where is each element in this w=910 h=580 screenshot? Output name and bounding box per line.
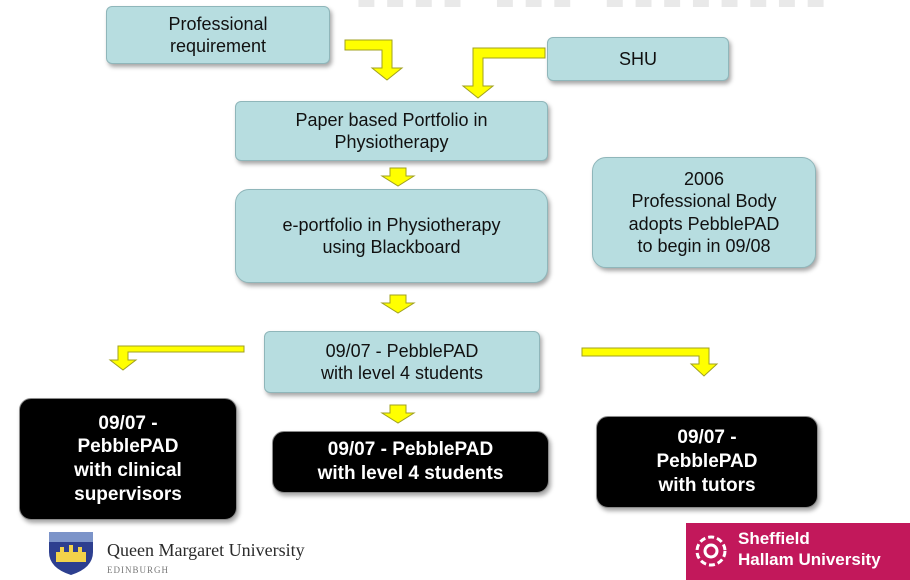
qmu-crest-icon <box>49 532 93 575</box>
arrow-profreq-to-paper <box>344 39 404 81</box>
label-tutors: 09/07 - PebblePAD with tutors <box>656 427 758 496</box>
shu-line2: Hallam University <box>738 550 881 569</box>
qmu-name: Queen Margaret University <box>107 540 305 560</box>
arrow-eportfolio-to-level4 <box>380 294 416 314</box>
label-paper-portfolio: Paper based Portfolio in Physiotherapy <box>295 109 488 153</box>
label-clinical-supervisors: 09/07 - PebblePAD with clinical supervis… <box>74 412 182 505</box>
shu-logo: Sheffield Hallam University <box>686 523 910 580</box>
box-paper-portfolio: Paper based Portfolio in Physiotherapy <box>235 101 548 161</box>
label-professional-requirement: Professional requirement <box>168 13 268 57</box>
arrow-shu-to-paper <box>461 47 546 99</box>
arrow-paper-to-eportfolio <box>380 167 416 187</box>
label-shu: SHU <box>618 48 657 69</box>
box-pebblepad-level4: 09/07 - PebblePAD with level 4 students <box>264 331 540 393</box>
label-pebblepad-level4: 09/07 - PebblePAD with level 4 students <box>320 340 484 384</box>
shu-emblem-icon <box>695 535 727 567</box>
shu-line1: Sheffield <box>738 529 810 548</box>
label-eportfolio-blackboard: e-portfolio in Physiotherapy using Black… <box>282 214 501 258</box>
box-eportfolio-blackboard: e-portfolio in Physiotherapy using Black… <box>235 189 548 283</box>
outcome-tutors: 09/07 - PebblePAD with tutors <box>596 416 818 508</box>
box-professional-requirement: Professional requirement <box>106 6 330 64</box>
label-outcome-level4-students: 09/07 - PebblePAD with level 4 students <box>317 439 504 484</box>
arrow-level4-to-tutors <box>581 347 719 377</box>
box-shu: SHU <box>547 37 729 81</box>
label-professional-body: 2006 Professional Body adopts PebblePAD … <box>628 168 780 257</box>
watermark-decoration: ▪▪▪▪ ▪▪▪ ▪▪▪▪▪▪▪▪ <box>355 0 910 20</box>
arrow-level4-to-clinical <box>108 345 245 371</box>
outcome-level4-students: 09/07 - PebblePAD with level 4 students <box>272 431 549 493</box>
outcome-clinical-supervisors: 09/07 - PebblePAD with clinical supervis… <box>19 398 237 520</box>
box-professional-body: 2006 Professional Body adopts PebblePAD … <box>592 157 816 268</box>
qmu-city: EDINBURGH <box>107 565 169 575</box>
arrow-level4-to-students <box>380 404 416 424</box>
